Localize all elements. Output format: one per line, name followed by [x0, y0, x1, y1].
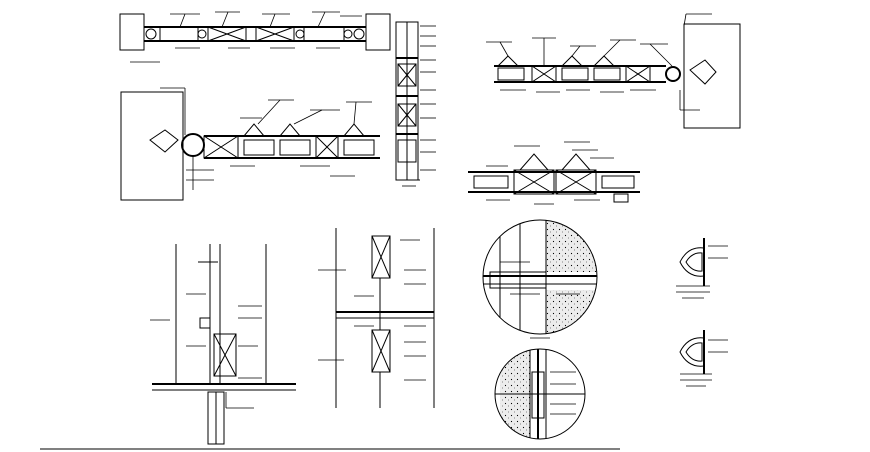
- enlarged-detail-circle-top: [482, 219, 598, 339]
- enlarged-detail-circle-bottom: [494, 348, 586, 440]
- small-profile-detail-bottom: [679, 330, 728, 387]
- vertical-section-middle: [318, 228, 435, 408]
- elevation-vertical-strip: [395, 21, 436, 187]
- plan-top-right: [486, 13, 741, 129]
- plan-top-left: [119, 11, 391, 63]
- panel-row: [159, 26, 345, 42]
- small-profile-detail-top: [676, 238, 728, 299]
- section-mid-right: [468, 141, 640, 205]
- vertical-section-left: [150, 244, 296, 445]
- plan-mid-left: [120, 87, 380, 201]
